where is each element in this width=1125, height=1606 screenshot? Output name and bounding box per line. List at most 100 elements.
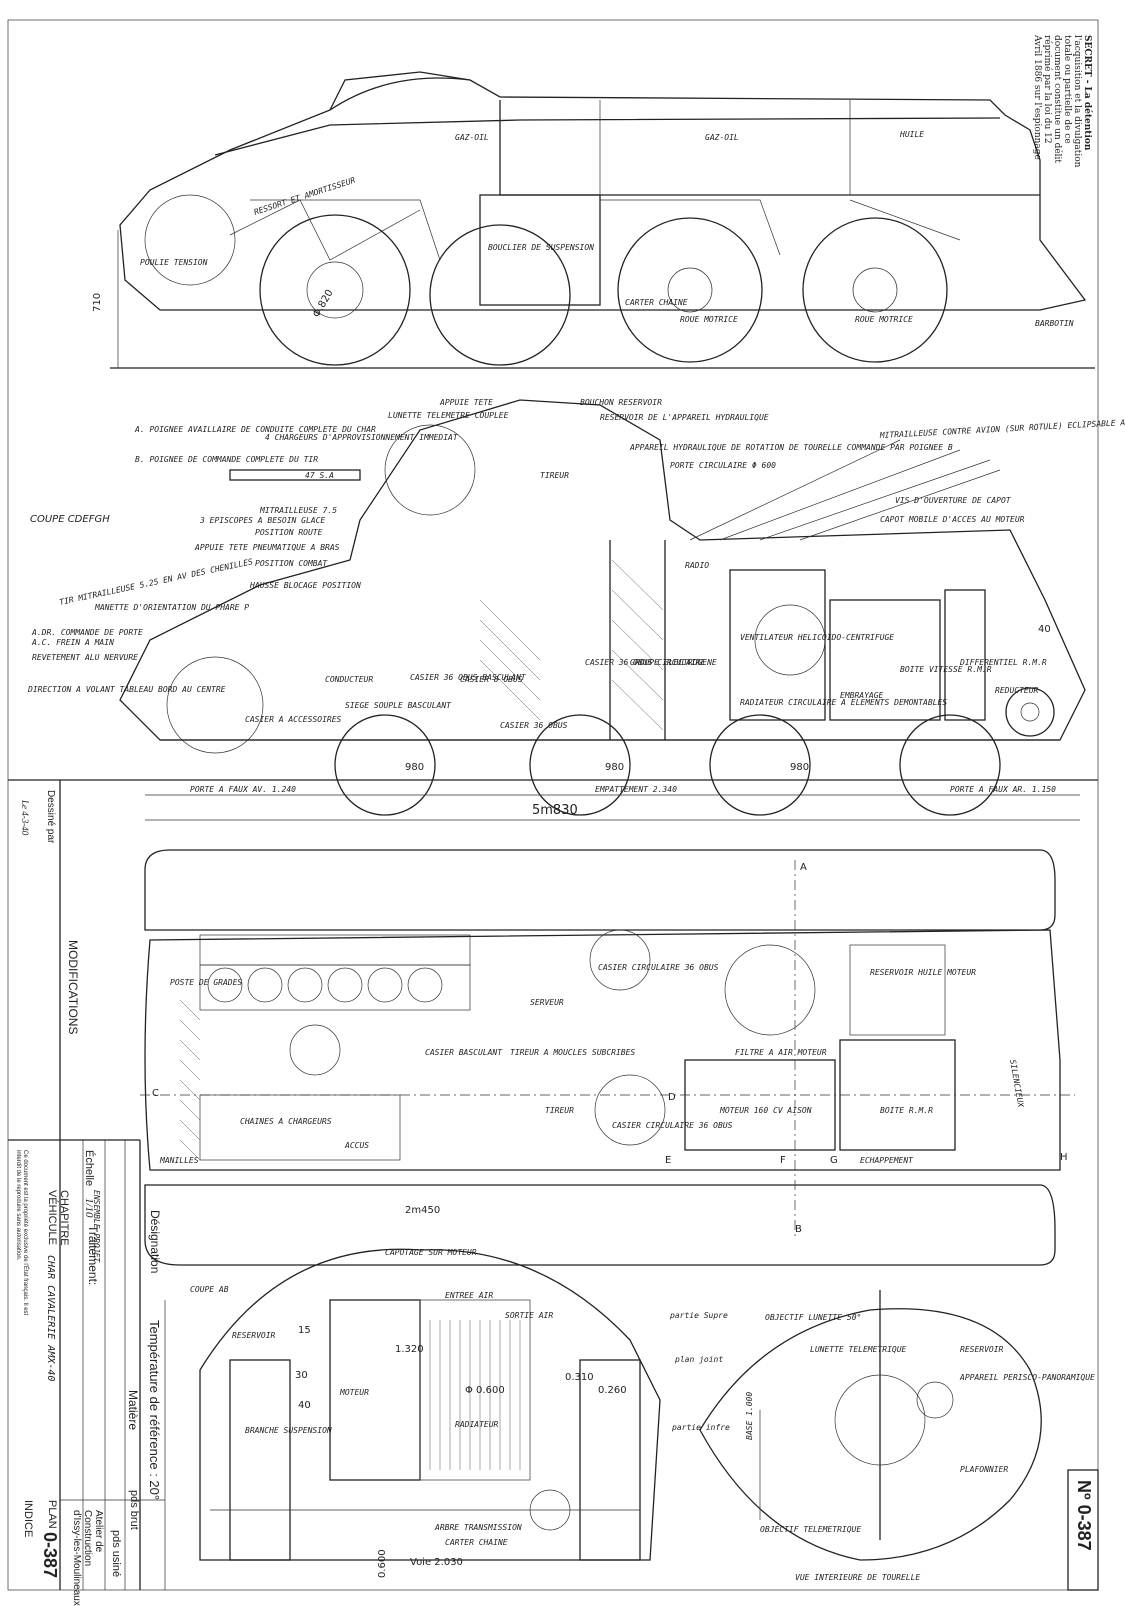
section-label-casier-36-circ: CASIER 36 OBUS CIRCULAIRE <box>585 658 706 667</box>
turret-view <box>699 1290 1042 1561</box>
atelier-line-1: Atelier de <box>93 1510 104 1553</box>
side-label-roue-1: ROUE MOTRICE <box>680 315 738 324</box>
matiere-label: Matière <box>126 1390 140 1431</box>
side-label-gazoil-1: GAZ-OIL <box>455 133 489 142</box>
section-dim-980-1: 980 <box>405 762 424 773</box>
plan-label-manilles: MANILLES <box>159 1156 199 1165</box>
section-label-capot: CAPOT MOBILE D'ACCES AU MOTEUR <box>880 515 1025 524</box>
section-label-reservoir-hydr: RESERVOIR DE L'APPAREIL HYDRAULIQUE <box>600 413 769 422</box>
front-label-moteur: MOTEUR <box>339 1388 369 1397</box>
plan-label-chaines: CHAINES A CHARGEURS <box>240 1117 332 1126</box>
section-label-a: A. POIGNEE AVAILLAIRE DE CONDUITE COMPLE… <box>134 425 376 434</box>
secret-line-3: totale ou partielle de ce <box>1062 35 1072 144</box>
front-label-capotage: CAPOTAGE SUR MOTEUR <box>385 1248 477 1257</box>
atelier-block: Atelier de Construction d'Issy-les-Mouli… <box>71 1510 104 1606</box>
front-dim-phi600: Φ 0.600 <box>465 1385 505 1396</box>
section-label-ventilateur: VENTILATEUR HELICOIDO-CENTRIFUGE <box>740 633 894 642</box>
vehicule-label: VÉHICULE <box>46 1190 58 1246</box>
side-label-bouclier: BOUCLIER DE SUSPENSION <box>488 243 594 252</box>
section-label-pos-route: POSITION ROUTE <box>255 528 323 537</box>
section-label-mit75: MITRAILLEUSE 7.5 <box>259 506 337 515</box>
section-label-vis: VIS D'OUVERTURE DE CAPOT <box>895 496 1012 505</box>
plan-dim-width: 2m450 <box>405 1205 440 1216</box>
section-label-casier-acc: CASIER A ACCESSOIRES <box>245 715 342 724</box>
section-label-tir: TIR MITRAILLEUSE 5.25 EN AV DES CHENILLE… <box>59 557 254 607</box>
turret-label-reservoir: RESERVOIR <box>960 1345 1004 1354</box>
plan-view <box>140 849 1075 1266</box>
section-label-conducteur: CONDUCTEUR <box>325 675 373 684</box>
plan-label-filtre: FILTRE A AIR MOTEUR <box>735 1048 827 1057</box>
plan-label: PLAN <box>46 1500 58 1529</box>
plan-label-casier-circ-1: CASIER CIRCULAIRE 36 OBUS <box>598 963 719 972</box>
designation-label: Désignation <box>148 1210 162 1274</box>
modifications-label: MODIFICATIONS <box>66 940 80 1035</box>
secret-line-1: SECRET - La détention <box>1082 35 1092 151</box>
section-label-casier-36-bas: CASIER 36 OBUS BASCULANT <box>410 673 527 682</box>
section-label-reducteur: REDUCTEUR <box>995 686 1039 695</box>
section-label-casier-8: CASIER 8 OBUS <box>460 675 523 684</box>
vehicule-value: CHAR CAVALERIE AMX-40 <box>45 1255 56 1382</box>
section-label-casier-36: CASIER 36 OBUS <box>500 721 568 730</box>
front-label-plan-joint: plan joint <box>674 1355 723 1364</box>
plan-label-accus: ACCUS <box>344 1141 369 1150</box>
section-label-commande-porte: A.DR. COMMANDE DE PORTE <box>31 628 143 637</box>
turret-label-objectif-lun: OBJECTIF LUNETTE 50° <box>765 1313 861 1322</box>
section-label-porte-circ: PORTE CIRCULAIRE Φ 600 <box>670 461 776 470</box>
secret-line-5: réprimé par la loi du 12 <box>1042 35 1052 144</box>
front-dim-15: 15 <box>298 1325 311 1336</box>
section-label-b: B. POIGNEE DE COMMANDE COMPLETE DU TIR <box>135 455 318 464</box>
plan-marker-c: C <box>152 1088 159 1099</box>
temperature-label: Température de référence : 20° <box>147 1320 162 1501</box>
plan-label-reservoir-huile: RESERVOIR HUILE MOTEUR <box>870 968 976 977</box>
turret-label-base: BASE 1.000 <box>745 1392 754 1440</box>
plan-label-casier-circ-2: CASIER CIRCULAIRE 36 OBUS <box>612 1121 733 1130</box>
front-section-title: COUPE AB <box>190 1285 229 1294</box>
chapitre-label: CHAPITRE <box>58 1190 70 1246</box>
drawn-by-label: Dessiné par <box>45 790 56 844</box>
turret-label-plafonnier: PLAFONNIER <box>960 1465 1008 1474</box>
section-dim-980-2: 980 <box>605 762 624 773</box>
front-label-reservoir: RESERVOIR <box>232 1331 276 1340</box>
indice-label: INDICE <box>22 1500 34 1538</box>
section-label-chargeurs: 4 CHARGEURS D'APPROVISIONNEMENT IMMEDIAT <box>265 433 459 442</box>
front-label-partie-inf: partie infre <box>671 1423 730 1432</box>
section-label-47sa: 47 S.A <box>305 471 334 480</box>
plan-label-boite-rmr: BOITE R.M.R <box>880 1106 933 1115</box>
side-view <box>110 71 1095 369</box>
title-block-frame <box>8 779 1099 1591</box>
echelle-label: Échelle <box>83 1150 95 1187</box>
section-dim-980-3: 980 <box>790 762 809 773</box>
plan-label-tireur: TIREUR <box>545 1106 574 1115</box>
front-dim-1320: 1.320 <box>395 1344 424 1355</box>
plan-label-poste: POSTE DE GRADES <box>170 978 242 987</box>
plan-label-serveur: SERVEUR <box>530 998 564 1007</box>
front-label-sortie: SORTIE AIR <box>505 1311 553 1320</box>
section-label-hausse: HAUSSE BLOCAGE POSITION <box>249 581 361 590</box>
section-label-bouchon: BOUCHON RESERVOIR <box>580 398 662 407</box>
section-label-radio: RADIO <box>685 561 709 570</box>
pds-brut-label: pds brut <box>128 1490 140 1530</box>
secret-line-6: Avril 1886 sur l'espionnage <box>1032 35 1042 160</box>
side-label-roue-2: ROUE MOTRICE <box>855 315 913 324</box>
echelle-value: 1/10 <box>83 1198 95 1218</box>
plan-marker-g: G <box>830 1155 838 1166</box>
section-title: COUPE CDEFGH <box>30 514 110 525</box>
section-label-revetement: REVETEMENT ALU NERVURE <box>32 653 138 662</box>
section-label-siege: SIEGE SOUPLE BASCULANT <box>345 701 452 710</box>
plan-marker-e: E <box>665 1155 671 1166</box>
turret-label-appareil: APPAREIL PERISCO-PANORAMIQUE <box>959 1373 1095 1382</box>
front-label-branche: BRANCHE SUSPENSION <box>245 1426 332 1435</box>
side-label-huile: HUILE <box>899 130 924 139</box>
side-label-barbotin: BARBOTIN <box>1035 319 1074 328</box>
front-label-arbre: ARBRE TRANSMISSION <box>434 1523 522 1532</box>
front-label-radiateur: RADIATEUR <box>455 1420 499 1429</box>
side-label-ressort: RESSORT ET AMORTISSEUR <box>253 176 357 217</box>
front-dim-260: 0.260 <box>598 1385 627 1396</box>
section-label-direction: DIRECTION A VOLANT TABLEAU BORD AU CENTR… <box>27 685 226 694</box>
section-label-manette: MANETTE D'ORIENTATION DU PHARE P <box>94 603 249 612</box>
secret-line-4: document constitue un délit <box>1052 35 1062 164</box>
section-label-radiateur: RADIATEUR CIRCULAIRE A ELEMENTS DEMONTAB… <box>740 698 947 707</box>
side-label-carter: CARTER CHAINE <box>625 298 688 307</box>
section-dim-empattement: EMPATTEMENT 2.340 <box>595 785 677 794</box>
